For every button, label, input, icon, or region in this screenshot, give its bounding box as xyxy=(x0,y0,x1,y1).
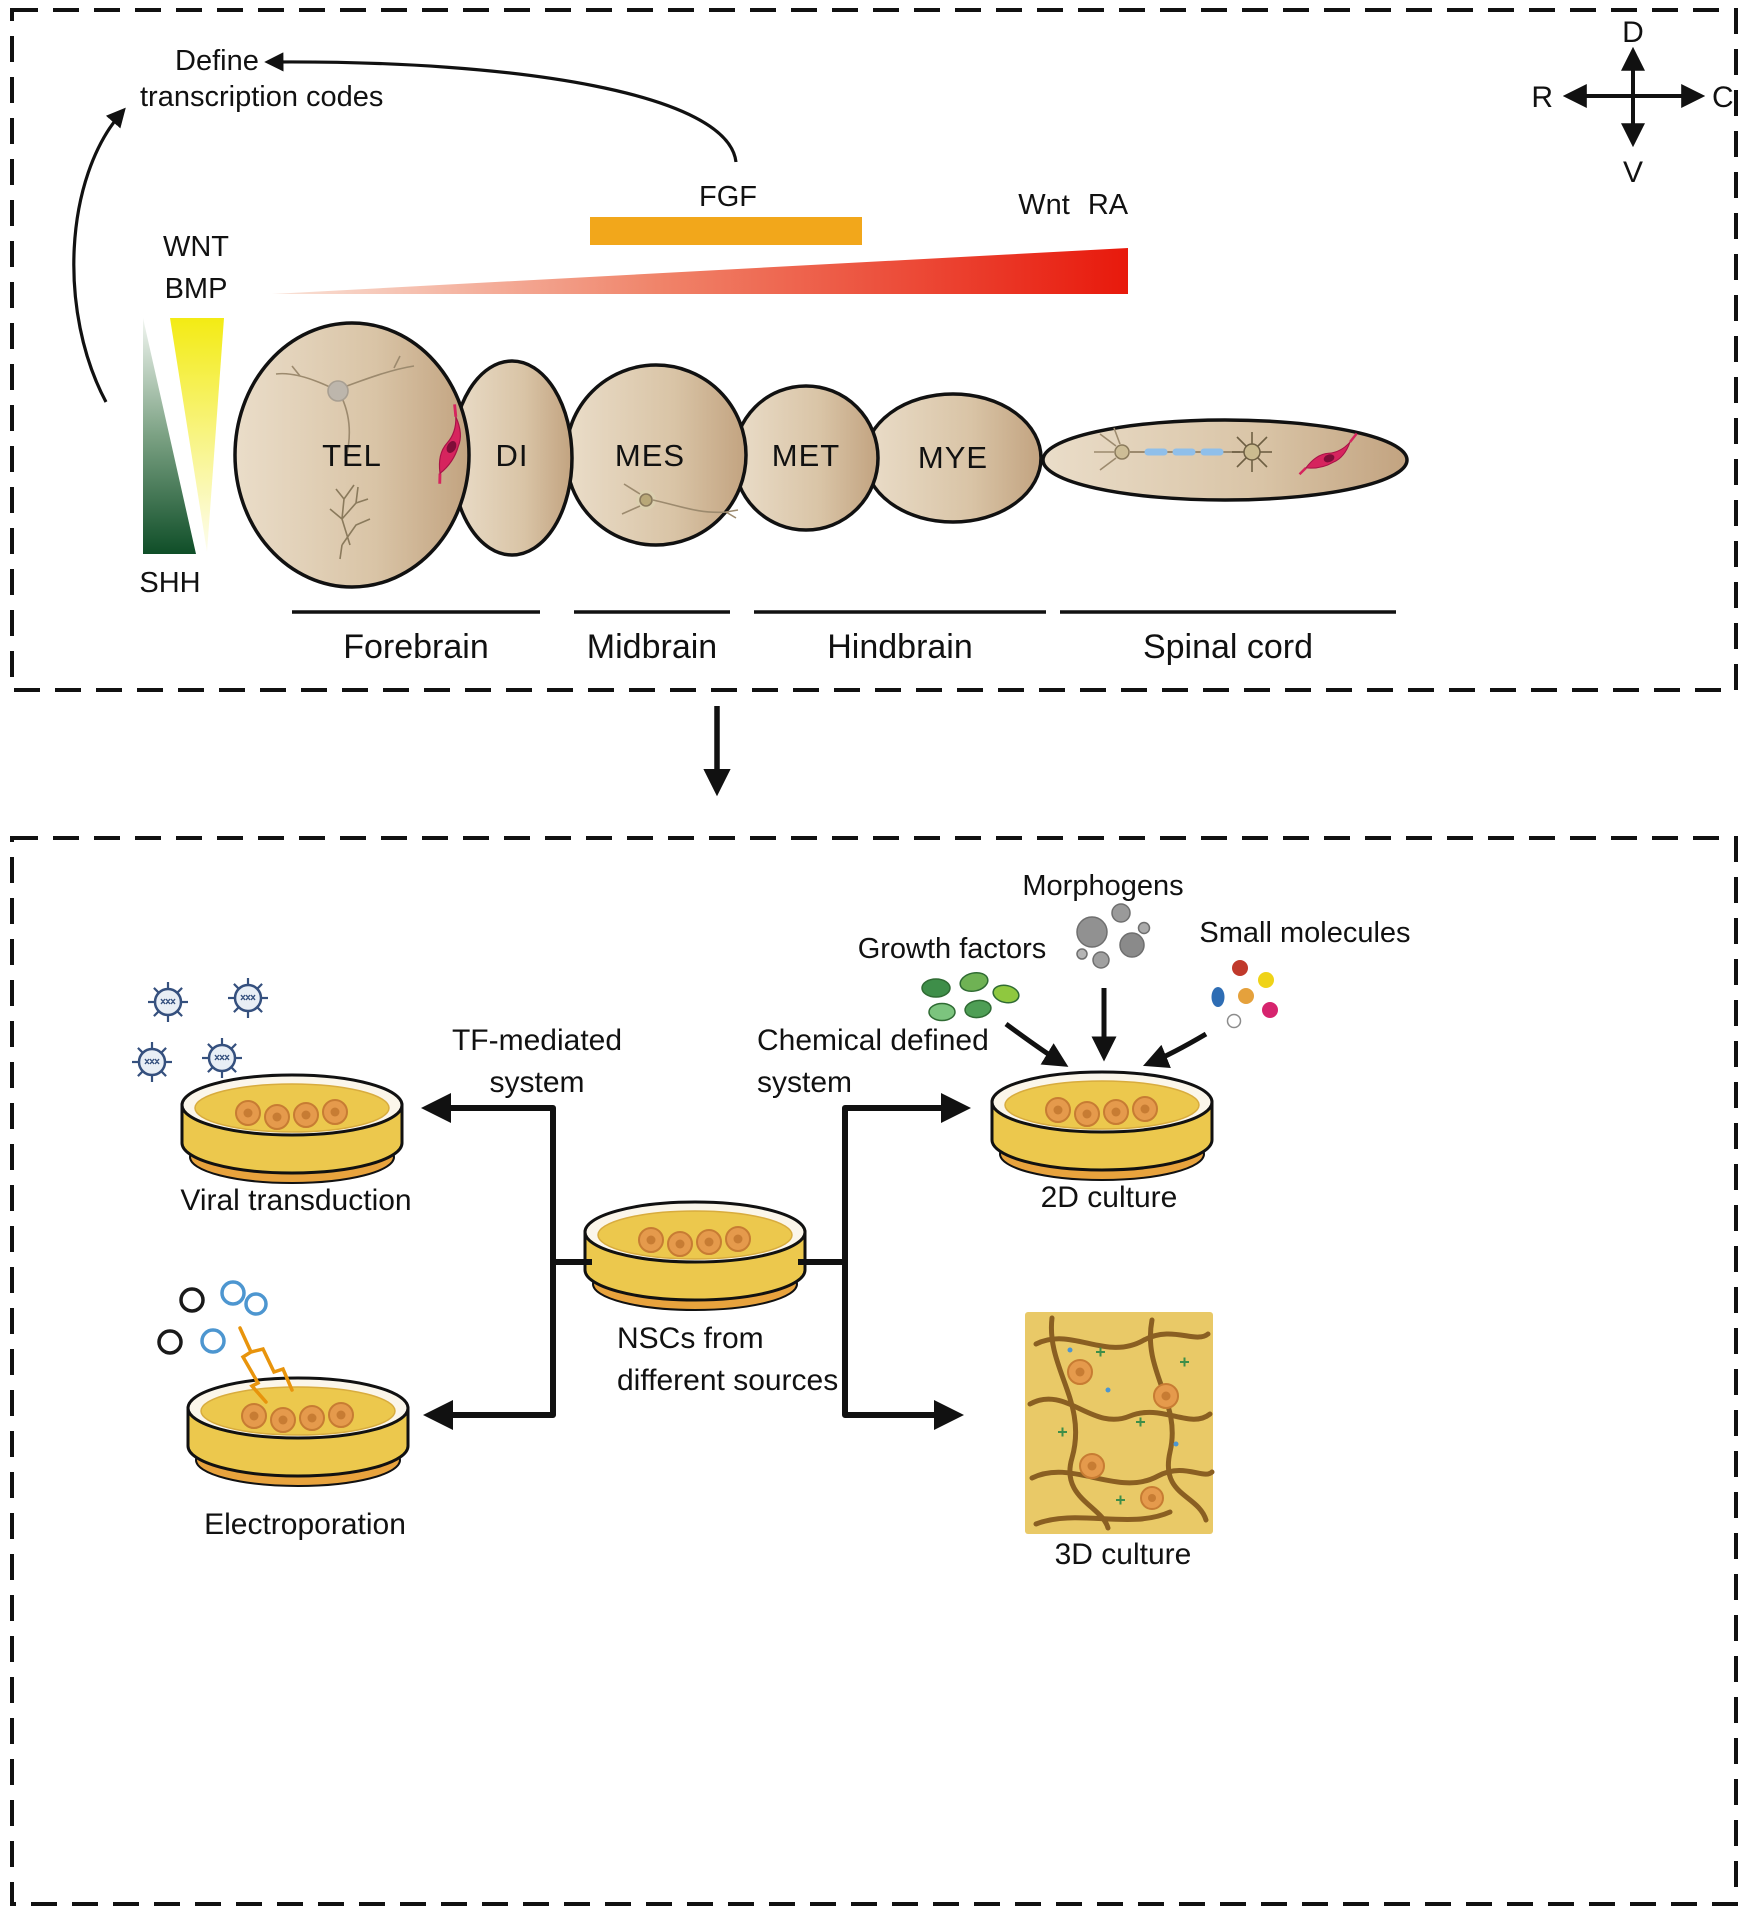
wnt-ra-wedge xyxy=(272,248,1128,294)
electroporation-spark-icon xyxy=(238,1326,294,1404)
forebrain-label: Forebrain xyxy=(343,628,489,666)
arrow-to-3d xyxy=(842,1262,964,1430)
tel-label: TEL xyxy=(322,438,382,473)
3d-culture-label: 3D culture xyxy=(1055,1538,1192,1571)
axis-compass: D V R C xyxy=(1531,16,1733,189)
tf-system-line1: TF-mediated xyxy=(452,1024,622,1057)
bmp-label: BMP xyxy=(165,273,228,305)
virus-icon xyxy=(226,976,270,1020)
wnt-dorsal-label: WNT xyxy=(163,231,229,263)
define-codes-line1: Define xyxy=(175,45,259,77)
fgf-bar xyxy=(590,217,862,245)
small-molecules-icon xyxy=(1211,960,1278,1029)
mes-label: MES xyxy=(615,438,685,473)
electroporation-dish xyxy=(186,1376,410,1488)
virus-icon xyxy=(130,1040,174,1084)
tel-shape xyxy=(233,321,471,589)
midbrain-label: Midbrain xyxy=(587,628,717,666)
nsc-label-line2: different sources xyxy=(617,1364,838,1397)
nsc-source-dish xyxy=(583,1200,807,1312)
chemical-system-line1: Chemical defined xyxy=(757,1024,989,1057)
3d-culture-block xyxy=(1025,1312,1215,1534)
mes-neuron-sketch xyxy=(621,483,739,519)
virus-icon xyxy=(146,980,190,1024)
define-transcription-codes: Define transcription codes xyxy=(140,45,383,113)
wnt-ra-gradient: Wnt RA xyxy=(272,189,1129,294)
matrix-cells xyxy=(1067,1359,1179,1510)
dorsoventral-gradients: WNT BMP SHH xyxy=(139,231,229,599)
compass-dorsal-label: D xyxy=(1622,16,1644,49)
hindbrain-label: Hindbrain xyxy=(827,628,973,666)
matrix-fibers xyxy=(1027,1315,1215,1531)
morphogens-label: Morphogens xyxy=(1022,870,1183,902)
growth-factors-label: Growth factors xyxy=(858,933,1047,965)
fgf-gradient: FGF xyxy=(590,181,862,245)
wnt-label: Wnt xyxy=(1018,189,1070,221)
arrow-to-viral xyxy=(421,1093,556,1262)
tel-neuron-sketches xyxy=(275,355,415,560)
gradient-to-codes-arrow xyxy=(72,107,126,403)
brain-vesicle-chain xyxy=(233,321,1409,589)
factor-arrows xyxy=(1004,988,1208,1068)
spinal-neuron-sketches xyxy=(1094,427,1272,472)
compass-caudal-label: C xyxy=(1712,81,1734,114)
bottom-panel-border xyxy=(10,836,1738,1906)
viral-transduction-dish xyxy=(180,1073,404,1185)
ra-label: RA xyxy=(1088,189,1129,221)
top-panel-border xyxy=(10,8,1738,692)
star-neuron-rays xyxy=(1232,432,1272,472)
electroporation-label: Electroporation xyxy=(204,1508,406,1541)
morphogens-icon xyxy=(1076,903,1151,969)
small-molecules-arrow xyxy=(1143,1031,1208,1068)
compass-ventral-label: V xyxy=(1623,156,1643,189)
2d-culture-label: 2D culture xyxy=(1041,1181,1178,1214)
di-label: DI xyxy=(496,438,529,473)
matrix-crosslinks xyxy=(1058,1347,1189,1505)
plasmid-icons xyxy=(157,1280,268,1355)
spinal-cord-shape xyxy=(1041,418,1409,502)
matrix-dots xyxy=(1067,1347,1179,1447)
branch-arrows xyxy=(421,1093,971,1430)
shh-wedge xyxy=(143,318,196,554)
fgf-label: FGF xyxy=(699,181,757,213)
small-molecules-label: Small molecules xyxy=(1199,917,1410,949)
mye-label: MYE xyxy=(918,440,988,475)
growth-factors-icon xyxy=(921,971,1020,1022)
viral-transduction-label: Viral transduction xyxy=(180,1184,411,1217)
growth-factors-arrow xyxy=(1004,1021,1069,1067)
2d-culture-dish xyxy=(990,1070,1214,1182)
tf-system-line2: system xyxy=(489,1066,584,1099)
nsc-label-line1: NSCs from xyxy=(617,1322,764,1355)
compass-rostral-label: R xyxy=(1531,81,1553,114)
define-codes-line2: transcription codes xyxy=(140,81,383,113)
shh-label: SHH xyxy=(139,567,200,599)
met-label: MET xyxy=(772,438,840,473)
spinalcord-label: Spinal cord xyxy=(1143,628,1313,666)
chemical-system-line2: system xyxy=(757,1066,852,1099)
virus-icon xyxy=(200,1036,244,1080)
wnt-bmp-wedge xyxy=(170,318,224,552)
fgf-to-codes-arrow xyxy=(264,52,738,163)
arrow-to-2d xyxy=(842,1093,971,1262)
arrow-to-electroporation xyxy=(423,1262,556,1430)
